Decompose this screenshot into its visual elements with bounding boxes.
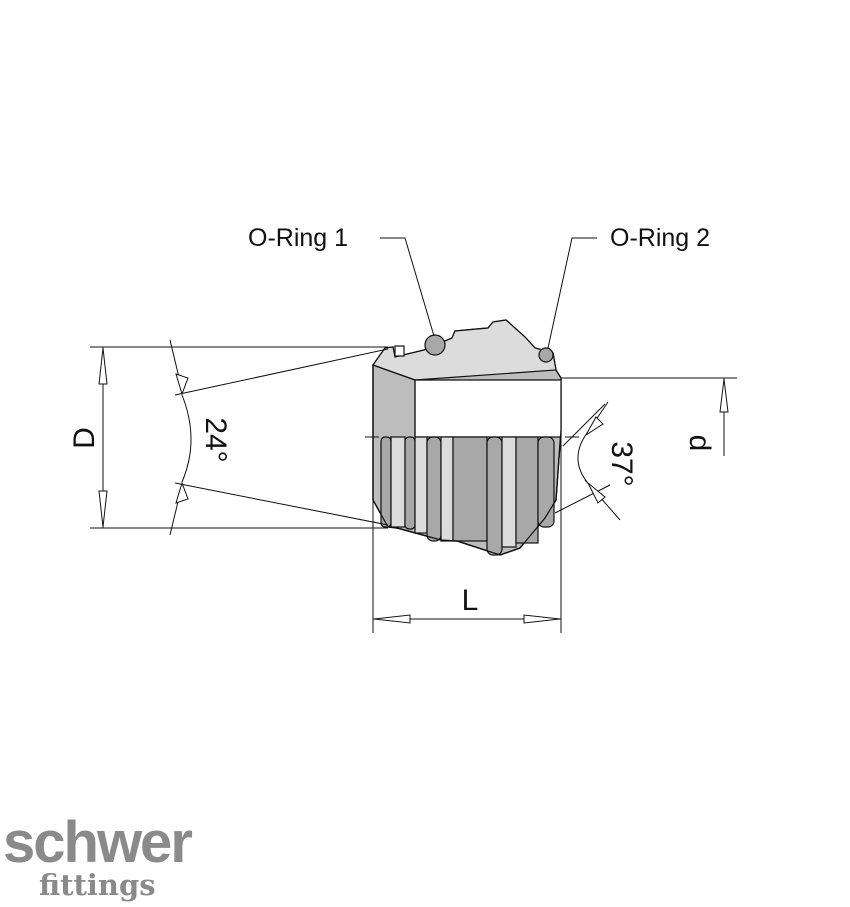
- oring1-circle: [424, 334, 446, 356]
- logo-main-text: schwer: [3, 810, 192, 875]
- dimension-D: [90, 346, 388, 529]
- thread-band: [440, 436, 454, 542]
- dimension-24-angle: [169, 339, 389, 536]
- schwer-fittings-logo: schwer fittings: [3, 810, 194, 902]
- fitting-upper-face: [372, 319, 557, 381]
- callout-leaders: [380, 237, 597, 349]
- thread-band: [515, 436, 539, 544]
- logo-sub-text: fittings: [39, 868, 156, 902]
- dimension-L: [372, 430, 562, 633]
- thread-band: [380, 436, 392, 528]
- oring1-groove: [394, 345, 405, 357]
- dimension-37-angle: [554, 401, 621, 521]
- thread-band: [390, 436, 406, 528]
- fitting-part: [365, 319, 580, 556]
- thread-band: [426, 436, 442, 542]
- dimension-d: [561, 377, 737, 456]
- thread-band: [414, 436, 428, 534]
- flare-angle-label: 37°: [605, 441, 638, 486]
- outer-diameter-label: D: [68, 427, 101, 449]
- inner-diameter-label: d: [683, 435, 716, 452]
- thread-band: [452, 436, 488, 542]
- thread-band: [501, 436, 517, 548]
- thread-band: [404, 436, 416, 530]
- thread-band: [537, 436, 555, 528]
- fitting-bore: [414, 379, 562, 438]
- cone-angle-label: 24°: [199, 417, 232, 462]
- length-label: L: [462, 584, 479, 617]
- oring2-circle: [538, 347, 554, 363]
- thread-band: [486, 436, 503, 556]
- oring2-label: O-Ring 2: [610, 224, 710, 252]
- oring1-label: O-Ring 1: [248, 224, 348, 252]
